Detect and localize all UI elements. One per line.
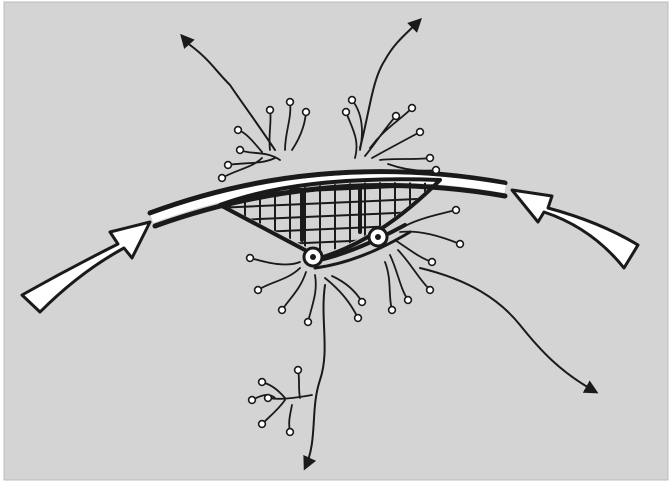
branch-knob xyxy=(235,127,242,134)
branch-knob xyxy=(457,241,464,248)
branch-knob xyxy=(305,319,312,326)
branch-knob xyxy=(249,397,256,404)
branch-knob xyxy=(219,175,226,182)
branch-knob xyxy=(453,207,460,214)
branch-knob xyxy=(343,109,350,116)
branch-knob xyxy=(247,255,254,262)
branch-knob xyxy=(433,167,440,174)
branch-knob xyxy=(355,315,362,322)
branch-knob xyxy=(237,147,244,154)
branch-knob xyxy=(225,162,232,169)
branch-knob xyxy=(359,299,366,306)
branch-knob xyxy=(259,379,266,386)
branch-knob xyxy=(259,421,266,428)
branch-knob xyxy=(429,259,436,266)
branch-knob xyxy=(295,367,302,374)
branch-knob xyxy=(405,297,412,304)
branch-knob xyxy=(409,105,416,112)
branch-knob xyxy=(287,99,294,106)
branch-knob xyxy=(279,307,286,314)
branch-knob xyxy=(265,395,272,402)
branch-knob xyxy=(427,155,434,162)
branch-knob xyxy=(349,97,356,104)
branch-knob xyxy=(389,307,396,314)
branch-knob xyxy=(427,287,434,294)
branch-knob xyxy=(393,113,400,120)
branch-knob xyxy=(267,107,274,114)
branch-knob xyxy=(417,129,424,136)
branch-knob xyxy=(303,109,310,116)
branch-knob xyxy=(255,287,262,294)
branch-knob xyxy=(287,429,294,436)
